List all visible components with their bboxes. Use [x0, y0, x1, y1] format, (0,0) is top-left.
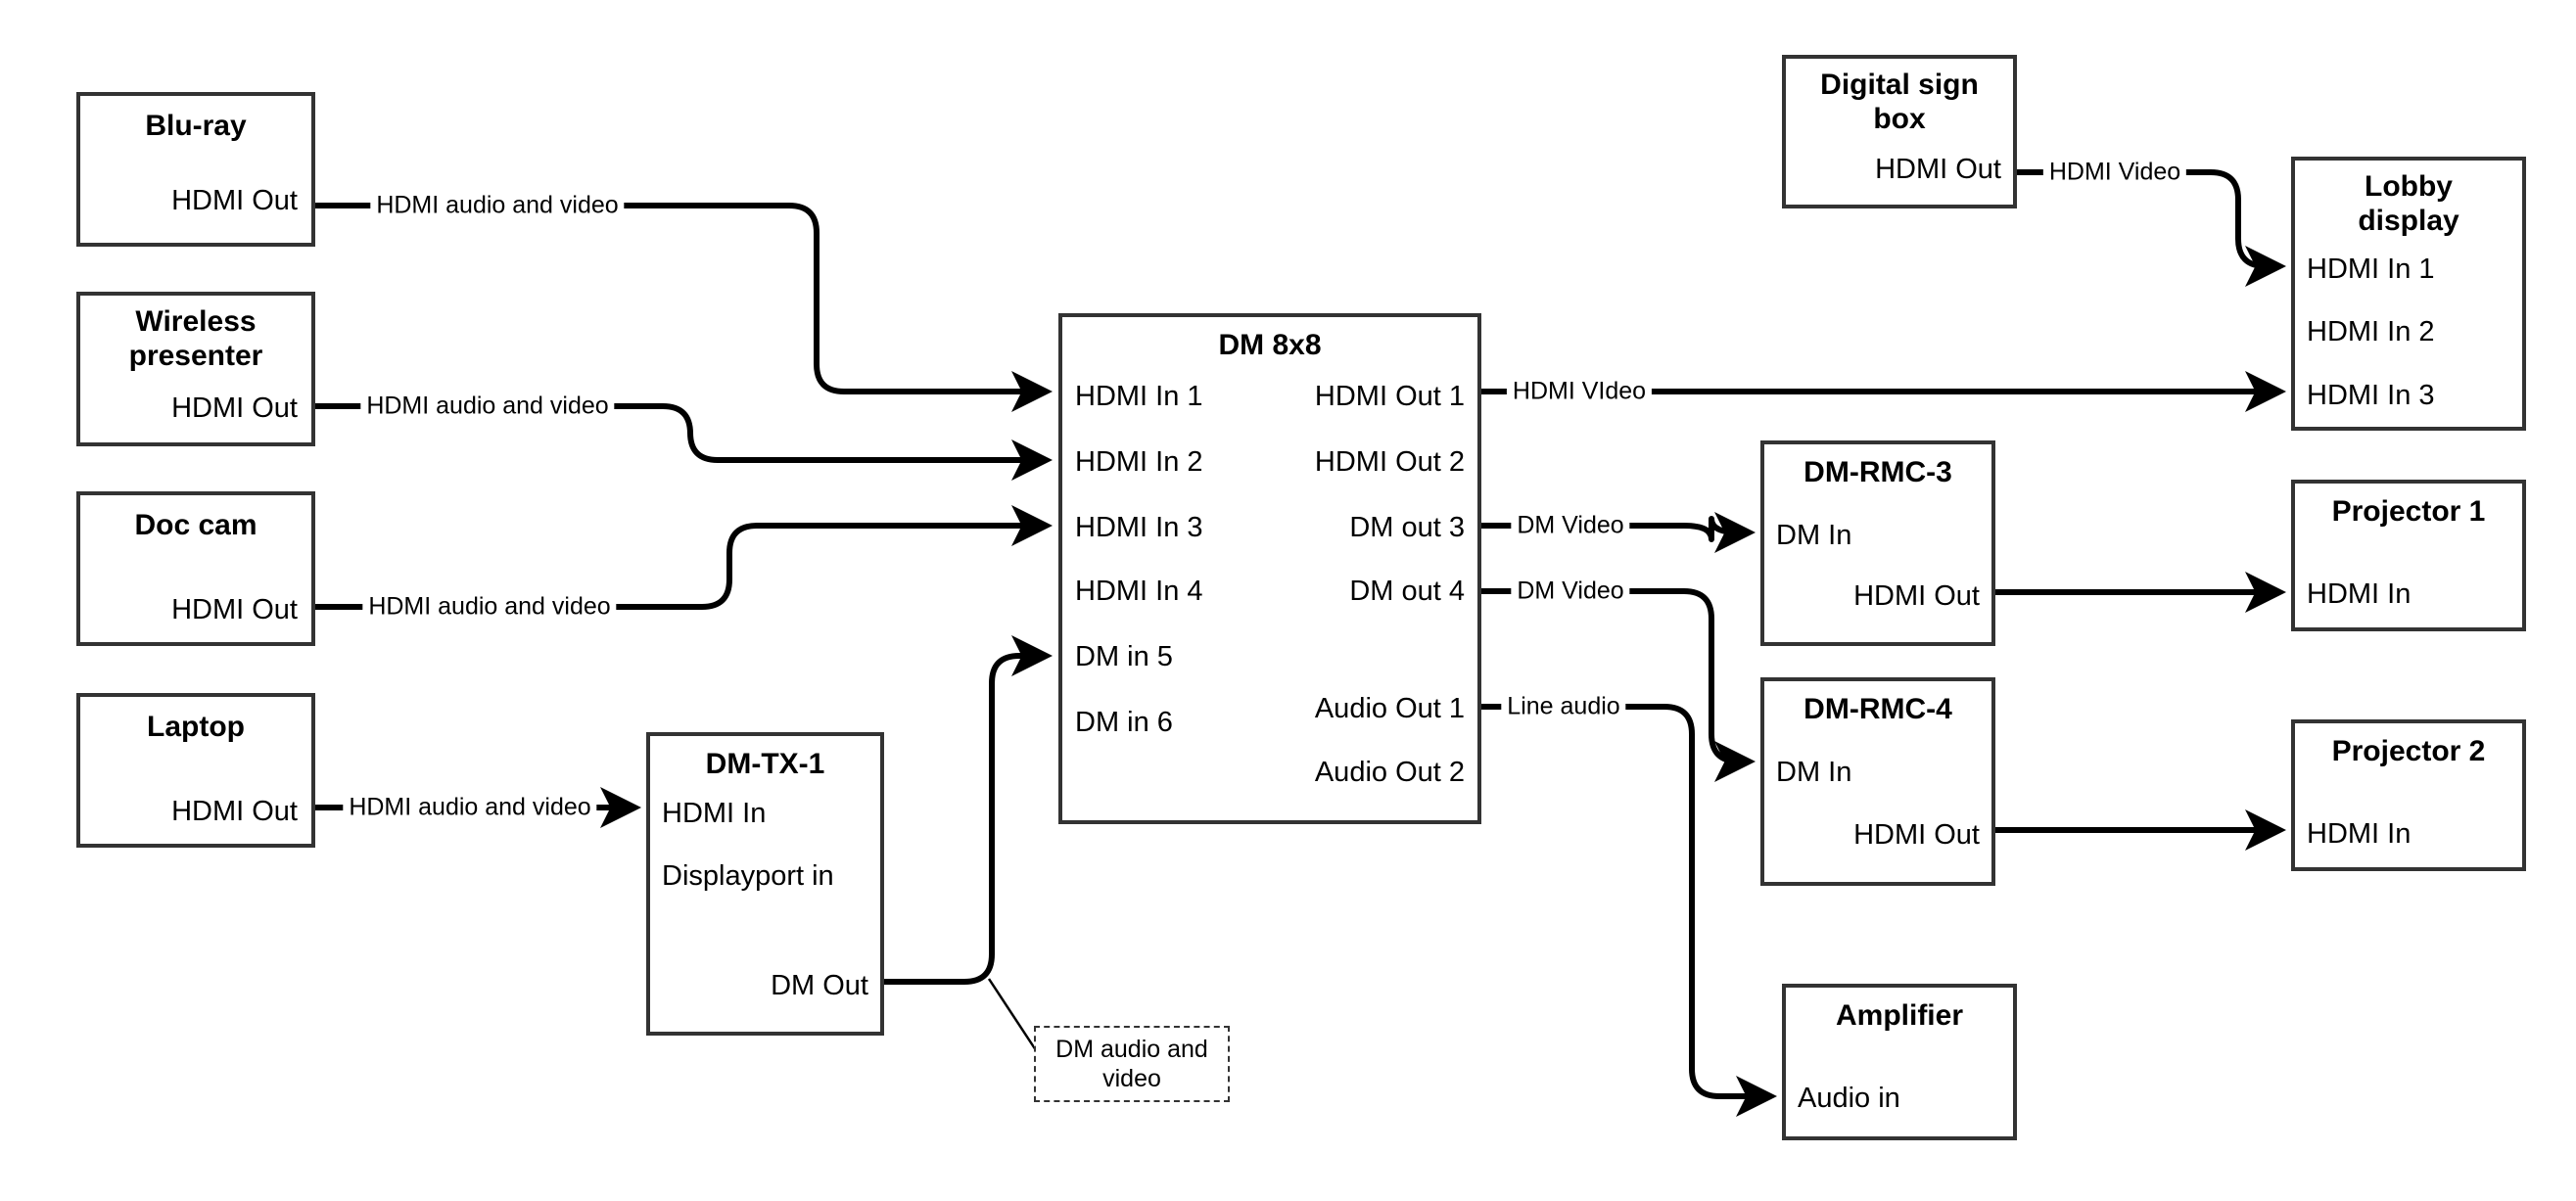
port-dm-in[interactable]: DM In — [1776, 757, 1852, 788]
port-hdmi-out[interactable]: HDMI Out — [171, 796, 298, 827]
wire-bluray-to-dm8x8 — [315, 203, 1053, 412]
port-hdmi-in[interactable]: HDMI In — [2307, 818, 2412, 850]
node-projector-2[interactable]: Projector 2 HDMI In — [2291, 719, 2526, 871]
node-title: Projector 2 — [2331, 735, 2486, 767]
node-title: DM-RMC-4 — [1803, 693, 1952, 725]
node-lobby-display[interactable]: Lobby display HDMI In 1 HDMI In 2 HDMI I… — [2291, 157, 2526, 431]
node-title: Projector 1 — [2331, 495, 2486, 528]
port-hdmi-out-2[interactable]: HDMI Out 2 — [1314, 446, 1465, 478]
port-hdmi-out[interactable]: HDMI Out — [1853, 819, 1980, 851]
wire-label-c10: Line audio — [1501, 692, 1626, 721]
wire-label-c4: HDMI audio and video — [343, 793, 597, 822]
node-dm-rmc-4[interactable]: DM-RMC-4 DM In HDMI Out — [1760, 677, 1995, 886]
node-amplifier[interactable]: Amplifier Audio in — [1782, 984, 2017, 1140]
wire-dmtx1-to-dm8x8 — [884, 635, 1053, 985]
port-hdmi-out[interactable]: HDMI Out — [1853, 580, 1980, 612]
node-title: DM-TX-1 — [705, 748, 825, 780]
port-hdmi-in-4[interactable]: HDMI In 4 — [1075, 576, 1203, 607]
callout-dm-audio-video: DM audio and video — [1034, 1026, 1230, 1102]
node-title: Digital sign box — [1820, 69, 1979, 135]
port-hdmi-out-1[interactable]: HDMI Out 1 — [1314, 381, 1465, 412]
port-hdmi-in-1[interactable]: HDMI In 1 — [2307, 254, 2435, 285]
wire-label-c9: DM Video — [1511, 577, 1630, 606]
node-dm-rmc-3[interactable]: DM-RMC-3 DM In HDMI Out — [1760, 440, 1995, 646]
port-hdmi-out[interactable]: HDMI Out — [171, 185, 298, 216]
node-dm-tx-1[interactable]: DM-TX-1 HDMI In Displayport in DM Out — [646, 732, 884, 1036]
wire-dm8x8-to-rmc4 — [1481, 588, 1756, 782]
node-projector-1[interactable]: Projector 1 HDMI In — [2291, 480, 2526, 631]
wire-label-c7: HDMI Video — [2042, 158, 2187, 187]
callout-text: DM audio and video — [1055, 1036, 1208, 1092]
node-title: Wireless presenter — [128, 305, 263, 372]
port-hdmi-in-2[interactable]: HDMI In 2 — [2307, 316, 2435, 347]
port-dm-out-4[interactable]: DM out 4 — [1349, 576, 1465, 607]
port-hdmi-in[interactable]: HDMI In — [662, 798, 767, 829]
node-title: Laptop — [147, 711, 245, 743]
wire-wireless-to-dm8x8 — [315, 403, 1053, 481]
port-dm-in-5[interactable]: DM in 5 — [1075, 641, 1173, 672]
port-audio-out-1[interactable]: Audio Out 1 — [1314, 693, 1465, 724]
wire-label-c6: HDMI VIdeo — [1506, 377, 1653, 406]
node-title: Blu-ray — [145, 110, 247, 142]
wire-label-c3: HDMI audio and video — [362, 592, 617, 622]
node-title: Amplifier — [1835, 999, 1964, 1032]
wire-dm8x8-to-rmc3 — [1481, 512, 1756, 553]
callout-leader-line — [987, 978, 1040, 1054]
port-hdmi-out[interactable]: HDMI Out — [171, 393, 298, 424]
port-dm-in-6[interactable]: DM in 6 — [1075, 707, 1173, 738]
port-audio-out-2[interactable]: Audio Out 2 — [1314, 757, 1465, 788]
wire-label-c2: HDMI audio and video — [360, 392, 615, 421]
port-hdmi-out[interactable]: HDMI Out — [171, 594, 298, 625]
port-dm-out[interactable]: DM Out — [771, 970, 868, 1001]
port-hdmi-in[interactable]: HDMI In — [2307, 578, 2412, 610]
wire-label-c8: DM Video — [1511, 511, 1630, 540]
port-hdmi-in-2[interactable]: HDMI In 2 — [1075, 446, 1203, 478]
port-dm-out-3[interactable]: DM out 3 — [1349, 512, 1465, 543]
node-title: Doc cam — [134, 509, 258, 541]
port-dm-in[interactable]: DM In — [1776, 520, 1852, 551]
port-hdmi-out[interactable]: HDMI Out — [1875, 154, 2001, 185]
port-hdmi-in-3[interactable]: HDMI In 3 — [2307, 380, 2435, 411]
node-title: DM-RMC-3 — [1803, 456, 1952, 488]
wire-signbox-to-lobby — [2017, 169, 2286, 287]
node-dm-8x8[interactable]: DM 8x8 HDMI In 1 HDMI In 2 HDMI In 3 HDM… — [1058, 313, 1481, 824]
wire-label-c1: HDMI audio and video — [370, 191, 625, 220]
port-displayport-in[interactable]: Displayport in — [662, 860, 834, 892]
port-audio-in[interactable]: Audio in — [1798, 1083, 1900, 1114]
node-bluray[interactable]: Blu-ray HDMI Out — [76, 92, 315, 247]
port-hdmi-in-3[interactable]: HDMI In 3 — [1075, 512, 1203, 543]
wire-dm8x8-to-amp — [1481, 704, 1777, 1117]
port-hdmi-in-1[interactable]: HDMI In 1 — [1075, 381, 1203, 412]
node-wireless-presenter[interactable]: Wireless presenter HDMI Out — [76, 292, 315, 446]
node-title: DM 8x8 — [1218, 329, 1322, 361]
node-title: Lobby display — [2358, 170, 2459, 237]
node-doc-cam[interactable]: Doc cam HDMI Out — [76, 491, 315, 646]
node-laptop[interactable]: Laptop HDMI Out — [76, 693, 315, 848]
node-digital-sign-box[interactable]: Digital sign box HDMI Out — [1782, 55, 2017, 208]
wire-doccam-to-dm8x8 — [315, 505, 1053, 610]
